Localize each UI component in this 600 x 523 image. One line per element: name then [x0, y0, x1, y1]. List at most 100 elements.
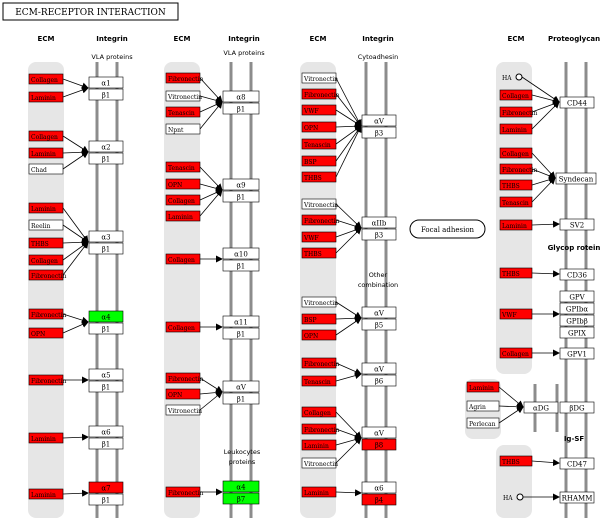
- receptor-6[interactable]: β6: [361, 374, 397, 387]
- receptor-11[interactable]: α11: [222, 315, 260, 328]
- ligand-laminin[interactable]: Laminin: [28, 91, 64, 103]
- receptor-6[interactable]: α6: [88, 425, 124, 438]
- ligand-tenascin[interactable]: Tenascin: [301, 138, 337, 150]
- ligand-thbs[interactable]: THBS: [28, 237, 64, 249]
- ligand-tenascin[interactable]: Tenascin: [499, 196, 533, 208]
- receptor-4[interactable]: α4: [88, 310, 124, 323]
- ligand-tenascin[interactable]: Tenascin: [165, 106, 201, 118]
- receptor-3[interactable]: α3: [88, 230, 124, 243]
- ligand-tenascin[interactable]: Tenascin: [165, 161, 201, 173]
- receptor-1[interactable]: β1: [222, 102, 260, 115]
- ligand-collagen[interactable]: Collagen: [499, 347, 533, 359]
- ligand-collagen[interactable]: Collagen: [165, 253, 201, 265]
- ligand-fibronectin[interactable]: Fibronectin: [165, 72, 204, 84]
- ligand-thbs[interactable]: THBS: [499, 455, 533, 467]
- ligand-chad[interactable]: Chad: [28, 163, 64, 175]
- ligand-opn[interactable]: OPN: [165, 178, 201, 190]
- receptor-3[interactable]: β3: [361, 228, 397, 241]
- receptor-4[interactable]: α4: [222, 480, 260, 493]
- ligand-opn[interactable]: OPN: [165, 388, 201, 400]
- ligand-collagen[interactable]: Collagen: [165, 321, 201, 333]
- ligand-collagen[interactable]: Collagen: [28, 130, 64, 142]
- receptor-4[interactable]: β4: [361, 493, 397, 506]
- receptor-1[interactable]: β1: [88, 437, 124, 450]
- ligand-laminin[interactable]: Laminin: [499, 219, 533, 231]
- ligand-vitronectin[interactable]: Vitronectin: [301, 72, 338, 84]
- receptor-iib[interactable]: αIIb: [361, 216, 397, 229]
- receptor-cd47[interactable]: CD47: [559, 457, 595, 470]
- ligand-thbs[interactable]: THBS: [301, 247, 337, 259]
- ligand-collagen[interactable]: Collagen: [28, 254, 64, 266]
- ligand-thbs[interactable]: THBS: [499, 179, 533, 191]
- receptor-v[interactable]: αV: [222, 380, 260, 393]
- receptor-7[interactable]: β7: [222, 492, 260, 505]
- ligand-laminin[interactable]: Laminin: [28, 432, 64, 444]
- ligand-opn[interactable]: OPN: [301, 121, 337, 133]
- ligand-fibronectin[interactable]: Fibronectin: [28, 269, 67, 281]
- ligand-fibronectin[interactable]: Fibronectin: [301, 88, 340, 100]
- receptor-7[interactable]: α7: [88, 481, 124, 494]
- receptor-9[interactable]: α9: [222, 178, 260, 191]
- receptor-1[interactable]: β1: [222, 190, 260, 203]
- ligand-thbs[interactable]: THBS: [301, 171, 337, 183]
- ligand-collagen[interactable]: Collagen: [165, 194, 201, 206]
- receptor-v[interactable]: αV: [361, 362, 397, 375]
- receptor-1[interactable]: β1: [88, 88, 124, 101]
- receptor-gpib[interactable]: GPIbα: [559, 302, 595, 315]
- ligand-perlecan[interactable]: Perlecan: [466, 417, 500, 429]
- ligand-tenascin[interactable]: Tenascin: [301, 375, 337, 387]
- ligand-laminin[interactable]: Laminin: [466, 381, 500, 393]
- receptor-1[interactable]: β1: [88, 152, 124, 165]
- ligand-collagen[interactable]: Collagen: [28, 73, 64, 85]
- ligand-laminin[interactable]: Laminin: [165, 210, 201, 222]
- ligand-collagen[interactable]: Collagen: [499, 89, 533, 101]
- receptor-cd44[interactable]: CD44: [559, 96, 595, 109]
- receptor-1[interactable]: β1: [88, 493, 124, 506]
- ligand-laminin[interactable]: Laminin: [499, 123, 533, 135]
- receptor-cd36[interactable]: CD36: [559, 268, 595, 281]
- receptor-gpix[interactable]: GPIX: [559, 326, 595, 339]
- ligand-agrin[interactable]: Agrin: [466, 400, 500, 412]
- receptor-v[interactable]: αV: [361, 426, 397, 439]
- receptor-2[interactable]: α2: [88, 140, 124, 153]
- ligand-bsp[interactable]: BSP: [301, 313, 337, 325]
- ligand-thbs[interactable]: THBS: [499, 267, 533, 279]
- receptor-8[interactable]: β8: [361, 438, 397, 451]
- ligand-vitronectin[interactable]: Vitronectin: [301, 457, 338, 469]
- receptor-1[interactable]: α1: [88, 76, 124, 89]
- receptor-gpv1[interactable]: GPV1: [559, 347, 595, 360]
- ligand-fibronectin[interactable]: Fibronectin: [28, 374, 67, 386]
- receptor-1[interactable]: β1: [222, 259, 260, 272]
- ligand-vitronectin[interactable]: Vitronectin: [301, 296, 338, 308]
- ligand-fibronectin[interactable]: Fibronectin: [301, 214, 340, 226]
- receptor-dg[interactable]: αDG: [523, 401, 559, 414]
- receptor-1[interactable]: β1: [222, 327, 260, 340]
- receptor-8[interactable]: α8: [222, 90, 260, 103]
- receptor-sv2[interactable]: SV2: [559, 218, 595, 231]
- ligand-fibronectin[interactable]: Fibronectin: [165, 372, 204, 384]
- receptor-rhamm[interactable]: RHAMM: [559, 491, 595, 504]
- ligand-vitronectin[interactable]: Vitronectin: [165, 90, 202, 102]
- ligand-vitronectin[interactable]: Vitronectin: [301, 198, 338, 210]
- ligand-laminin[interactable]: Laminin: [28, 147, 64, 159]
- ligand-laminin[interactable]: Laminin: [301, 439, 337, 451]
- ligand-fibronectin[interactable]: Fibronectin: [28, 308, 67, 320]
- receptor-3[interactable]: β3: [361, 126, 397, 139]
- receptor-v[interactable]: αV: [361, 306, 397, 319]
- receptor-syndecan[interactable]: Syndecan: [555, 172, 597, 185]
- receptor-gpv[interactable]: GPV: [559, 290, 595, 303]
- ligand-fibronectin[interactable]: Fibronectin: [165, 486, 204, 498]
- ligand-vwf[interactable]: VWF: [499, 308, 533, 320]
- receptor-10[interactable]: α10: [222, 247, 260, 260]
- receptor-v[interactable]: αV: [361, 114, 397, 127]
- ligand-fibronectin[interactable]: Fibronectin: [301, 423, 340, 435]
- ligand-bsp[interactable]: BSP: [301, 155, 337, 167]
- ligand-fibronectin[interactable]: Fibronectin: [301, 357, 340, 369]
- ligand-fibronectin[interactable]: Fibronectin: [499, 163, 538, 175]
- receptor-1[interactable]: β1: [222, 392, 260, 405]
- receptor-1[interactable]: β1: [88, 242, 124, 255]
- ligand-collagen[interactable]: Collagen: [301, 406, 337, 418]
- ligand-reelin[interactable]: Reelin: [28, 219, 64, 231]
- ligand-laminin[interactable]: Laminin: [301, 486, 337, 498]
- ligand-laminin[interactable]: Laminin: [28, 202, 64, 214]
